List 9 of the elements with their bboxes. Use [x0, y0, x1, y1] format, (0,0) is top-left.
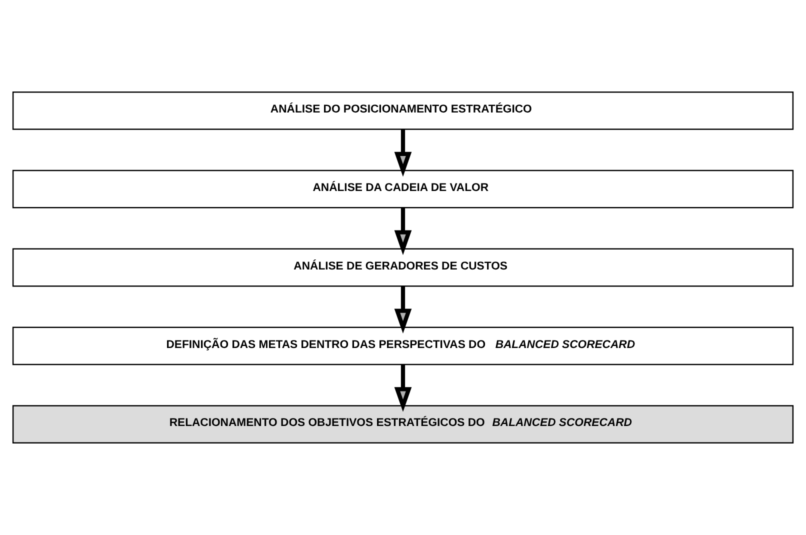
arrow [394, 364, 412, 412]
arrow [394, 129, 412, 177]
arrow [394, 208, 412, 256]
node-box: DEFINIÇÃO DAS METAS DENTRO DAS PERSPECTIVAS DO BALANCED SCORECARD [12, 326, 794, 366]
node-box: RELACIONAMENTO DOS OBJETIVOS ESTRATÉGICOS DO BALANCED SCORECARD [12, 405, 794, 444]
node-box: ANÁLISE DO POSICIONAMENTO ESTRATÉGICO [12, 92, 794, 130]
node-box: ANÁLISE DE GERADORES DE CUSTOS [12, 248, 794, 287]
arrow [394, 286, 412, 334]
node-box: ANÁLISE DA CADEIA DE VALOR [12, 170, 794, 208]
